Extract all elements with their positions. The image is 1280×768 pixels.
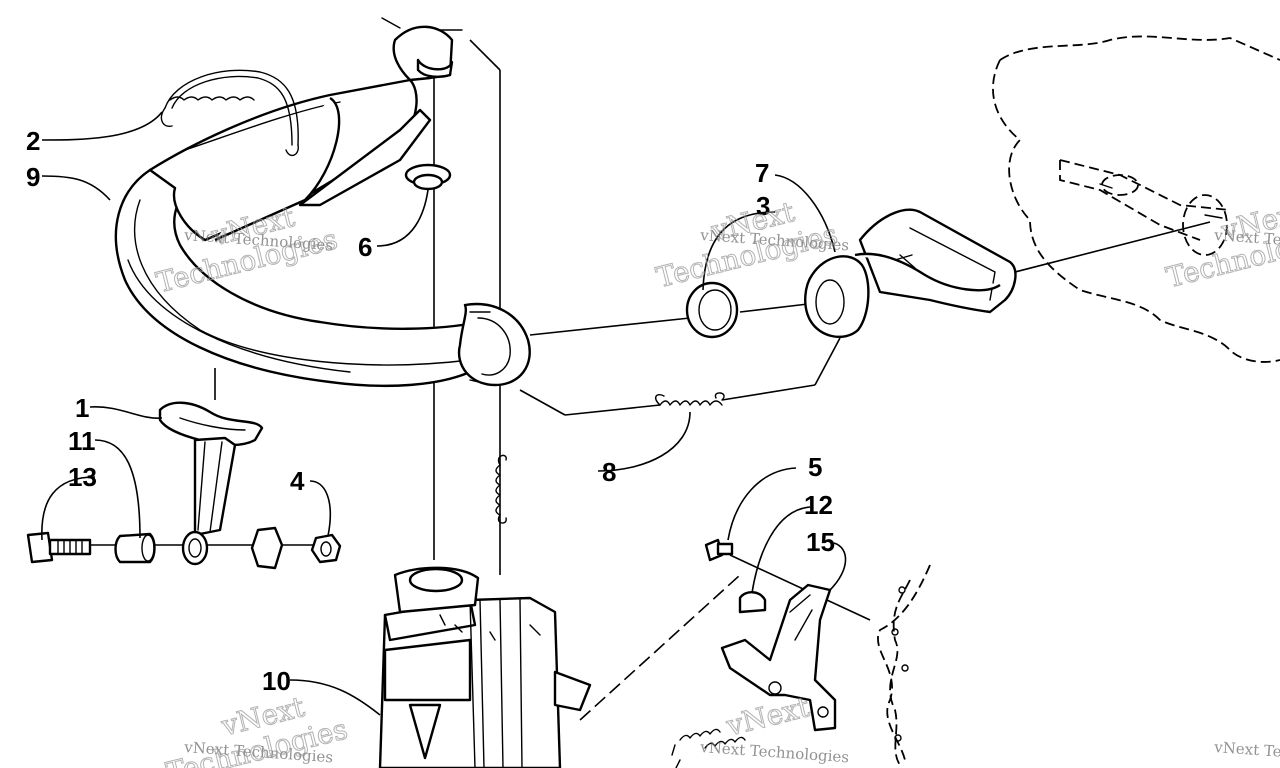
callout-4: 4 [290, 466, 305, 496]
watermark-small: vNext Technologies [1213, 738, 1280, 766]
watermark-small: vNext Technologies [699, 738, 850, 766]
muffler [378, 566, 592, 768]
muffler-bracket [671, 538, 837, 768]
callout-11: 11 [68, 426, 96, 456]
frame-outline [877, 564, 931, 766]
grommet [404, 163, 452, 191]
engine-outline [992, 35, 1280, 363]
callout-9: 9 [26, 162, 40, 192]
exhaust-manifold [804, 208, 1017, 339]
callout-6: 6 [358, 232, 372, 262]
gasket-ring [685, 281, 739, 339]
callout-8: 8 [602, 457, 616, 487]
callout-3: 3 [756, 191, 770, 221]
callout-leaders [41, 111, 847, 716]
callout-1: 1 [75, 393, 89, 423]
pipe-spring [160, 69, 299, 157]
callout-2: 2 [26, 126, 40, 156]
watermarks: vNext Technologies vNext Technologies vN… [152, 195, 1280, 768]
watermark-line1: vNext [722, 690, 813, 743]
callout-12: 12 [804, 490, 833, 520]
callout-15: 15 [806, 527, 835, 557]
exhaust-pipe [114, 17, 531, 388]
pipe-bracket [26, 401, 342, 570]
callout-5: 5 [808, 452, 822, 482]
springs [495, 392, 725, 524]
callout-labels: 1 2 3 4 5 6 7 8 9 10 11 12 13 15 [26, 126, 835, 696]
callout-13: 13 [68, 462, 97, 492]
callout-7: 7 [755, 158, 769, 188]
callout-10: 10 [262, 666, 291, 696]
